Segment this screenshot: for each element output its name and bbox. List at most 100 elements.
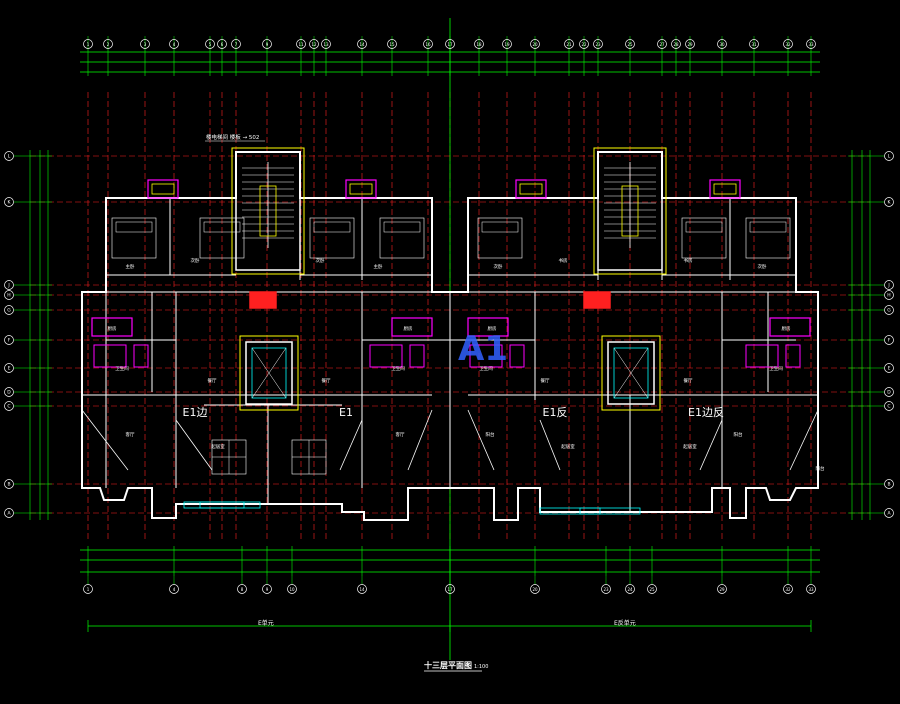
- room-label: 厨房: [404, 325, 413, 332]
- bottom-dim-label-e-rev: E反单元: [614, 619, 636, 627]
- axis-bubble-bottom: [530, 584, 540, 594]
- axis-letter-right: D: [887, 390, 891, 396]
- axis-bubble-bottom: [647, 584, 657, 594]
- axis-number-top: 12: [311, 42, 317, 47]
- axis-bubble-top: [262, 39, 272, 49]
- balcony-rail: [539, 507, 601, 515]
- axis-number-top: 15: [389, 42, 395, 47]
- bay-window-line: [175, 419, 213, 471]
- ac-unit-box: [147, 179, 179, 199]
- axis-letter-right: H: [887, 293, 890, 299]
- axis-letter-right: F: [888, 338, 891, 344]
- axis-number-top: 22: [581, 42, 587, 47]
- balcony-rail: [199, 501, 261, 509]
- axis-bubble-top: [309, 39, 319, 49]
- axis-bubble-top: [357, 39, 367, 49]
- balcony-rail: [579, 507, 641, 515]
- stair-handrail: [259, 185, 277, 237]
- axis-bubble-right: [884, 479, 894, 489]
- axis-bubble-left: [4, 151, 14, 161]
- room-label: 阳台: [486, 431, 495, 438]
- axis-bubble-right: [884, 363, 894, 373]
- bay-window-line: [467, 409, 495, 471]
- bay-window-line: [339, 419, 363, 471]
- axis-bubble-left: [4, 335, 14, 345]
- axis-letter-right: B: [887, 482, 890, 488]
- axis-letter-right: A: [887, 511, 891, 517]
- axis-number-bottom: 14: [359, 587, 365, 592]
- axis-bubble-top: [806, 39, 816, 49]
- unit-label: E1反: [543, 406, 568, 419]
- elevator-car: [251, 347, 287, 399]
- axis-number-bottom: 17: [447, 587, 453, 592]
- ac-unit-inner: [713, 183, 737, 195]
- axis-bubble-top: [474, 39, 484, 49]
- room-label: 次卧: [758, 263, 767, 270]
- core-frame: [231, 147, 305, 275]
- axis-letter-left: K: [8, 200, 12, 206]
- room-label: 餐厅: [322, 377, 331, 384]
- axis-bubble-top: [717, 39, 727, 49]
- room-label: 阳台: [816, 465, 825, 472]
- ac-unit-inner: [151, 183, 175, 195]
- axis-letter-left: C: [7, 404, 10, 410]
- fixtures: [91, 179, 811, 515]
- bed-outline: [199, 217, 245, 259]
- room-label: 客厅: [126, 431, 135, 438]
- room-label: 卫生间: [115, 365, 129, 372]
- kitchen-counter: [391, 317, 433, 337]
- elevator-car: [613, 347, 649, 399]
- room-label: 次卧: [316, 257, 325, 264]
- ac-unit-box: [345, 179, 377, 199]
- bay-window-line: [539, 419, 561, 471]
- axis-letter-right: E: [888, 366, 891, 372]
- axis-bubble-right: [884, 280, 894, 290]
- axis-bubble-left: [4, 290, 14, 300]
- bed-pillow: [749, 221, 787, 233]
- room-label: 起居室: [561, 443, 575, 450]
- axis-bubble-top: [749, 39, 759, 49]
- ac-unit-inner: [519, 183, 543, 195]
- ac-unit-box: [515, 179, 547, 199]
- elevator-cross: [613, 347, 649, 399]
- axis-bubble-right: [884, 305, 894, 315]
- axis-number-top: 27: [659, 42, 665, 47]
- axis-number-top: 25: [627, 42, 633, 47]
- axis-bubble-left: [4, 401, 14, 411]
- axis-number-bottom: 10: [289, 587, 295, 592]
- bay-window-line: [789, 409, 819, 471]
- axis-bubble-top: [217, 39, 227, 49]
- room-label: 卫生间: [391, 365, 405, 372]
- axis-letter-left: D: [7, 390, 11, 396]
- axis-letter-right: L: [888, 154, 891, 160]
- axis-letter-left: J: [7, 283, 9, 289]
- axis-bubble-bottom: [783, 584, 793, 594]
- axis-letter-right: J: [887, 283, 889, 289]
- bathroom-fixture: [93, 344, 127, 368]
- axis-number-top: 28: [673, 42, 679, 47]
- axis-number-top: 9: [266, 42, 269, 47]
- axis-bubble-bottom: [262, 584, 272, 594]
- axis-bubble-top: [205, 39, 215, 49]
- axis-bubble-top: [140, 39, 150, 49]
- axis-bubble-right: [884, 290, 894, 300]
- axis-bubble-top: [83, 39, 93, 49]
- axis-number-top: 29: [687, 42, 693, 47]
- axis-bubble-top: [231, 39, 241, 49]
- room-label: 次卧: [191, 257, 200, 264]
- axis-letter-left: E: [8, 366, 11, 372]
- bed-pillow: [313, 221, 351, 233]
- axis-number-top: 1: [87, 42, 90, 47]
- drawing-title: 十三层平面图: [424, 660, 472, 670]
- axis-number-bottom: 23: [603, 587, 609, 592]
- axis-bubble-right: [884, 387, 894, 397]
- room-label: 次卧: [494, 263, 503, 270]
- axis-number-bottom: 25: [649, 587, 655, 592]
- axis-bubble-right: [884, 401, 894, 411]
- bed-pillow: [481, 221, 519, 233]
- unit-label: E1: [339, 406, 353, 419]
- axis-bubble-bottom: [445, 584, 455, 594]
